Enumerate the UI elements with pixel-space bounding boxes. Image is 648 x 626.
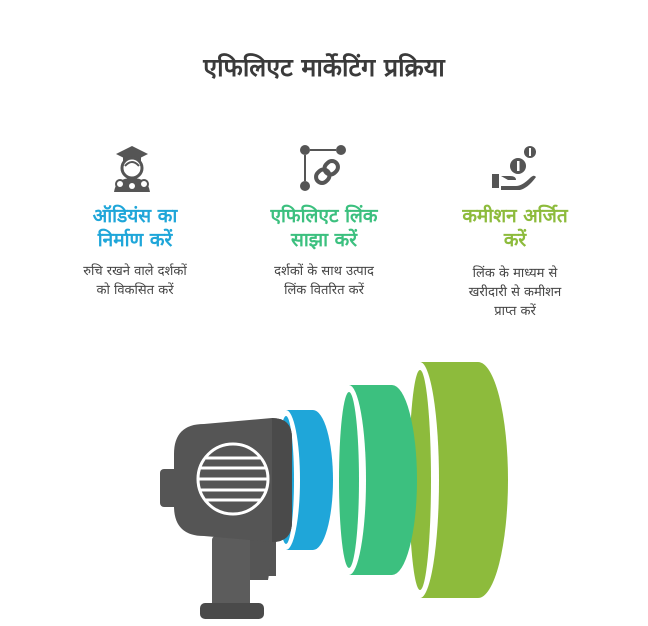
step-3-description: लिंक के माध्यम से खरीदारी से कमीशन प्राप… <box>468 266 562 319</box>
megaphone-ring-green <box>332 385 417 575</box>
step-2-description: दर्शकों के साथ उत्पाद लिंक वितरित करें <box>274 264 374 298</box>
page-title: एफिलिएट मार्केटिंग प्रक्रिया <box>203 53 445 82</box>
person-graduate-icon <box>114 146 150 192</box>
megaphone-illustration <box>160 362 508 619</box>
megaphone-ring-lime <box>401 362 508 598</box>
step-2-title: एफिलिएट लिंक साझा करें <box>270 205 378 251</box>
speaker-grille <box>196 442 270 516</box>
link-chain-icon <box>300 145 346 191</box>
step-1-description: रुचि रखने वाले दर्शकों को विकसित करें <box>83 264 187 298</box>
step-3-title: कमीशन अर्जित करें <box>462 205 568 251</box>
step-1-title: ऑडियंस का निर्माण करें <box>92 205 178 251</box>
hand-coin-icon <box>492 146 536 190</box>
